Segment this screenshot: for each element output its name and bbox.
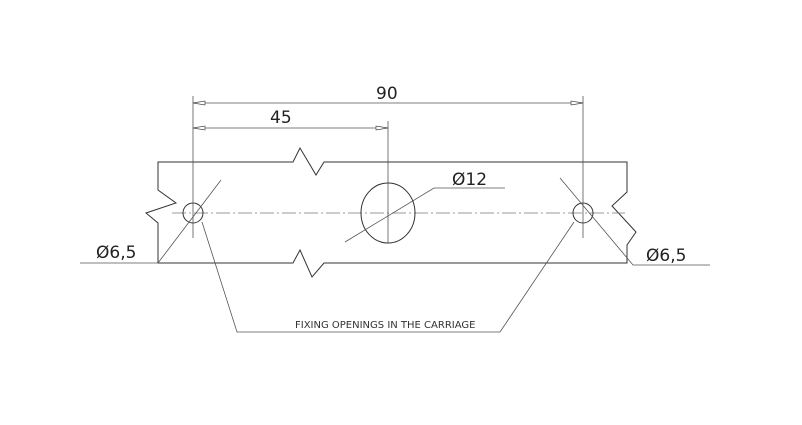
- leader-center-hole: [344, 187, 505, 243]
- dimension-right-hole-label: Ø6,5: [646, 246, 686, 266]
- arrow-icon: [570, 100, 584, 106]
- dimension-90-label: 90: [376, 84, 398, 104]
- callout-leader: [201, 221, 575, 333]
- arrow-icon: [375, 125, 389, 131]
- arrow-icon: [192, 100, 206, 106]
- callout-label: FIXING OPENINGS IN THE CARRIAGE: [295, 320, 475, 331]
- leader-right-hole: [559, 177, 710, 266]
- dimension-left-hole-label: Ø6,5: [96, 243, 136, 263]
- dimension-center-hole-label: Ø12: [452, 170, 487, 190]
- arrow-icon: [192, 125, 206, 131]
- plate-outline: [144, 146, 637, 278]
- leader-left-hole: [80, 179, 222, 264]
- dimension-45-label: 45: [270, 108, 292, 128]
